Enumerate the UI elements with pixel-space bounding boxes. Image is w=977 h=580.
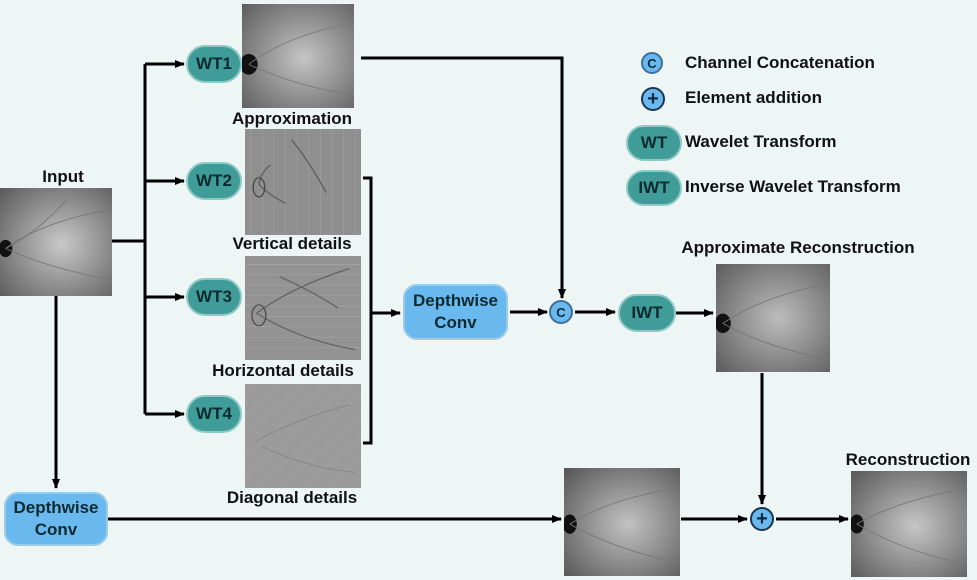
- add-op: +: [750, 507, 774, 531]
- skip-conv-output-image: [564, 468, 680, 576]
- horizontal-details-label: Horizontal details: [212, 361, 354, 380]
- skip-depthwise-conv-line1: Depthwise: [13, 498, 99, 517]
- diagonal-details-image: [245, 384, 361, 488]
- input-retina-image: [0, 188, 112, 296]
- depthwise-conv-line1: Depthwise: [412, 291, 499, 310]
- reconstruction-image: [851, 471, 967, 577]
- wt2-node: WT2: [186, 162, 242, 200]
- approx-reconstruction-image: [716, 264, 830, 372]
- input-label: Input: [42, 167, 84, 186]
- approximation-image: [242, 4, 354, 108]
- wt1-node: WT1: [186, 45, 242, 83]
- legend-concat-icon: C: [641, 52, 663, 74]
- approx-to-concat-arrow: [361, 56, 566, 299]
- legend-iwt-label: Inverse Wavelet Transform: [685, 177, 901, 196]
- depthwise-conv-node: Depthwise Conv: [403, 284, 508, 340]
- diagonal-details-label: Diagonal details: [226, 488, 358, 507]
- horizontal-details-image: [245, 256, 361, 360]
- legend-wt-label: Wavelet Transform: [685, 132, 837, 151]
- wt3-node: WT3: [186, 278, 242, 316]
- legend-add-icon: +: [641, 87, 665, 111]
- wt4-node: WT4: [186, 395, 242, 433]
- vertical-details-image: [245, 129, 361, 235]
- approx-reconstruction-label: Approximate Reconstruction: [681, 238, 915, 257]
- legend-concat-label: Channel Concatenation: [685, 53, 875, 72]
- vertical-details-label: Vertical details: [232, 234, 352, 253]
- legend-iwt-node: IWT: [626, 170, 682, 206]
- reconstruction-label: Reconstruction: [845, 450, 971, 469]
- approximation-label: Approximation: [232, 109, 352, 128]
- skip-depthwise-conv-node: Depthwise Conv: [4, 492, 108, 546]
- legend-wt-node: WT: [626, 125, 682, 161]
- concat-op: C: [549, 300, 573, 324]
- details-bracket: [363, 176, 373, 445]
- depthwise-conv-line2: Conv: [434, 313, 477, 332]
- legend-add-label: Element addition: [685, 88, 822, 107]
- skip-depthwise-conv-line2: Conv: [34, 520, 78, 539]
- iwt-node: IWT: [618, 294, 676, 332]
